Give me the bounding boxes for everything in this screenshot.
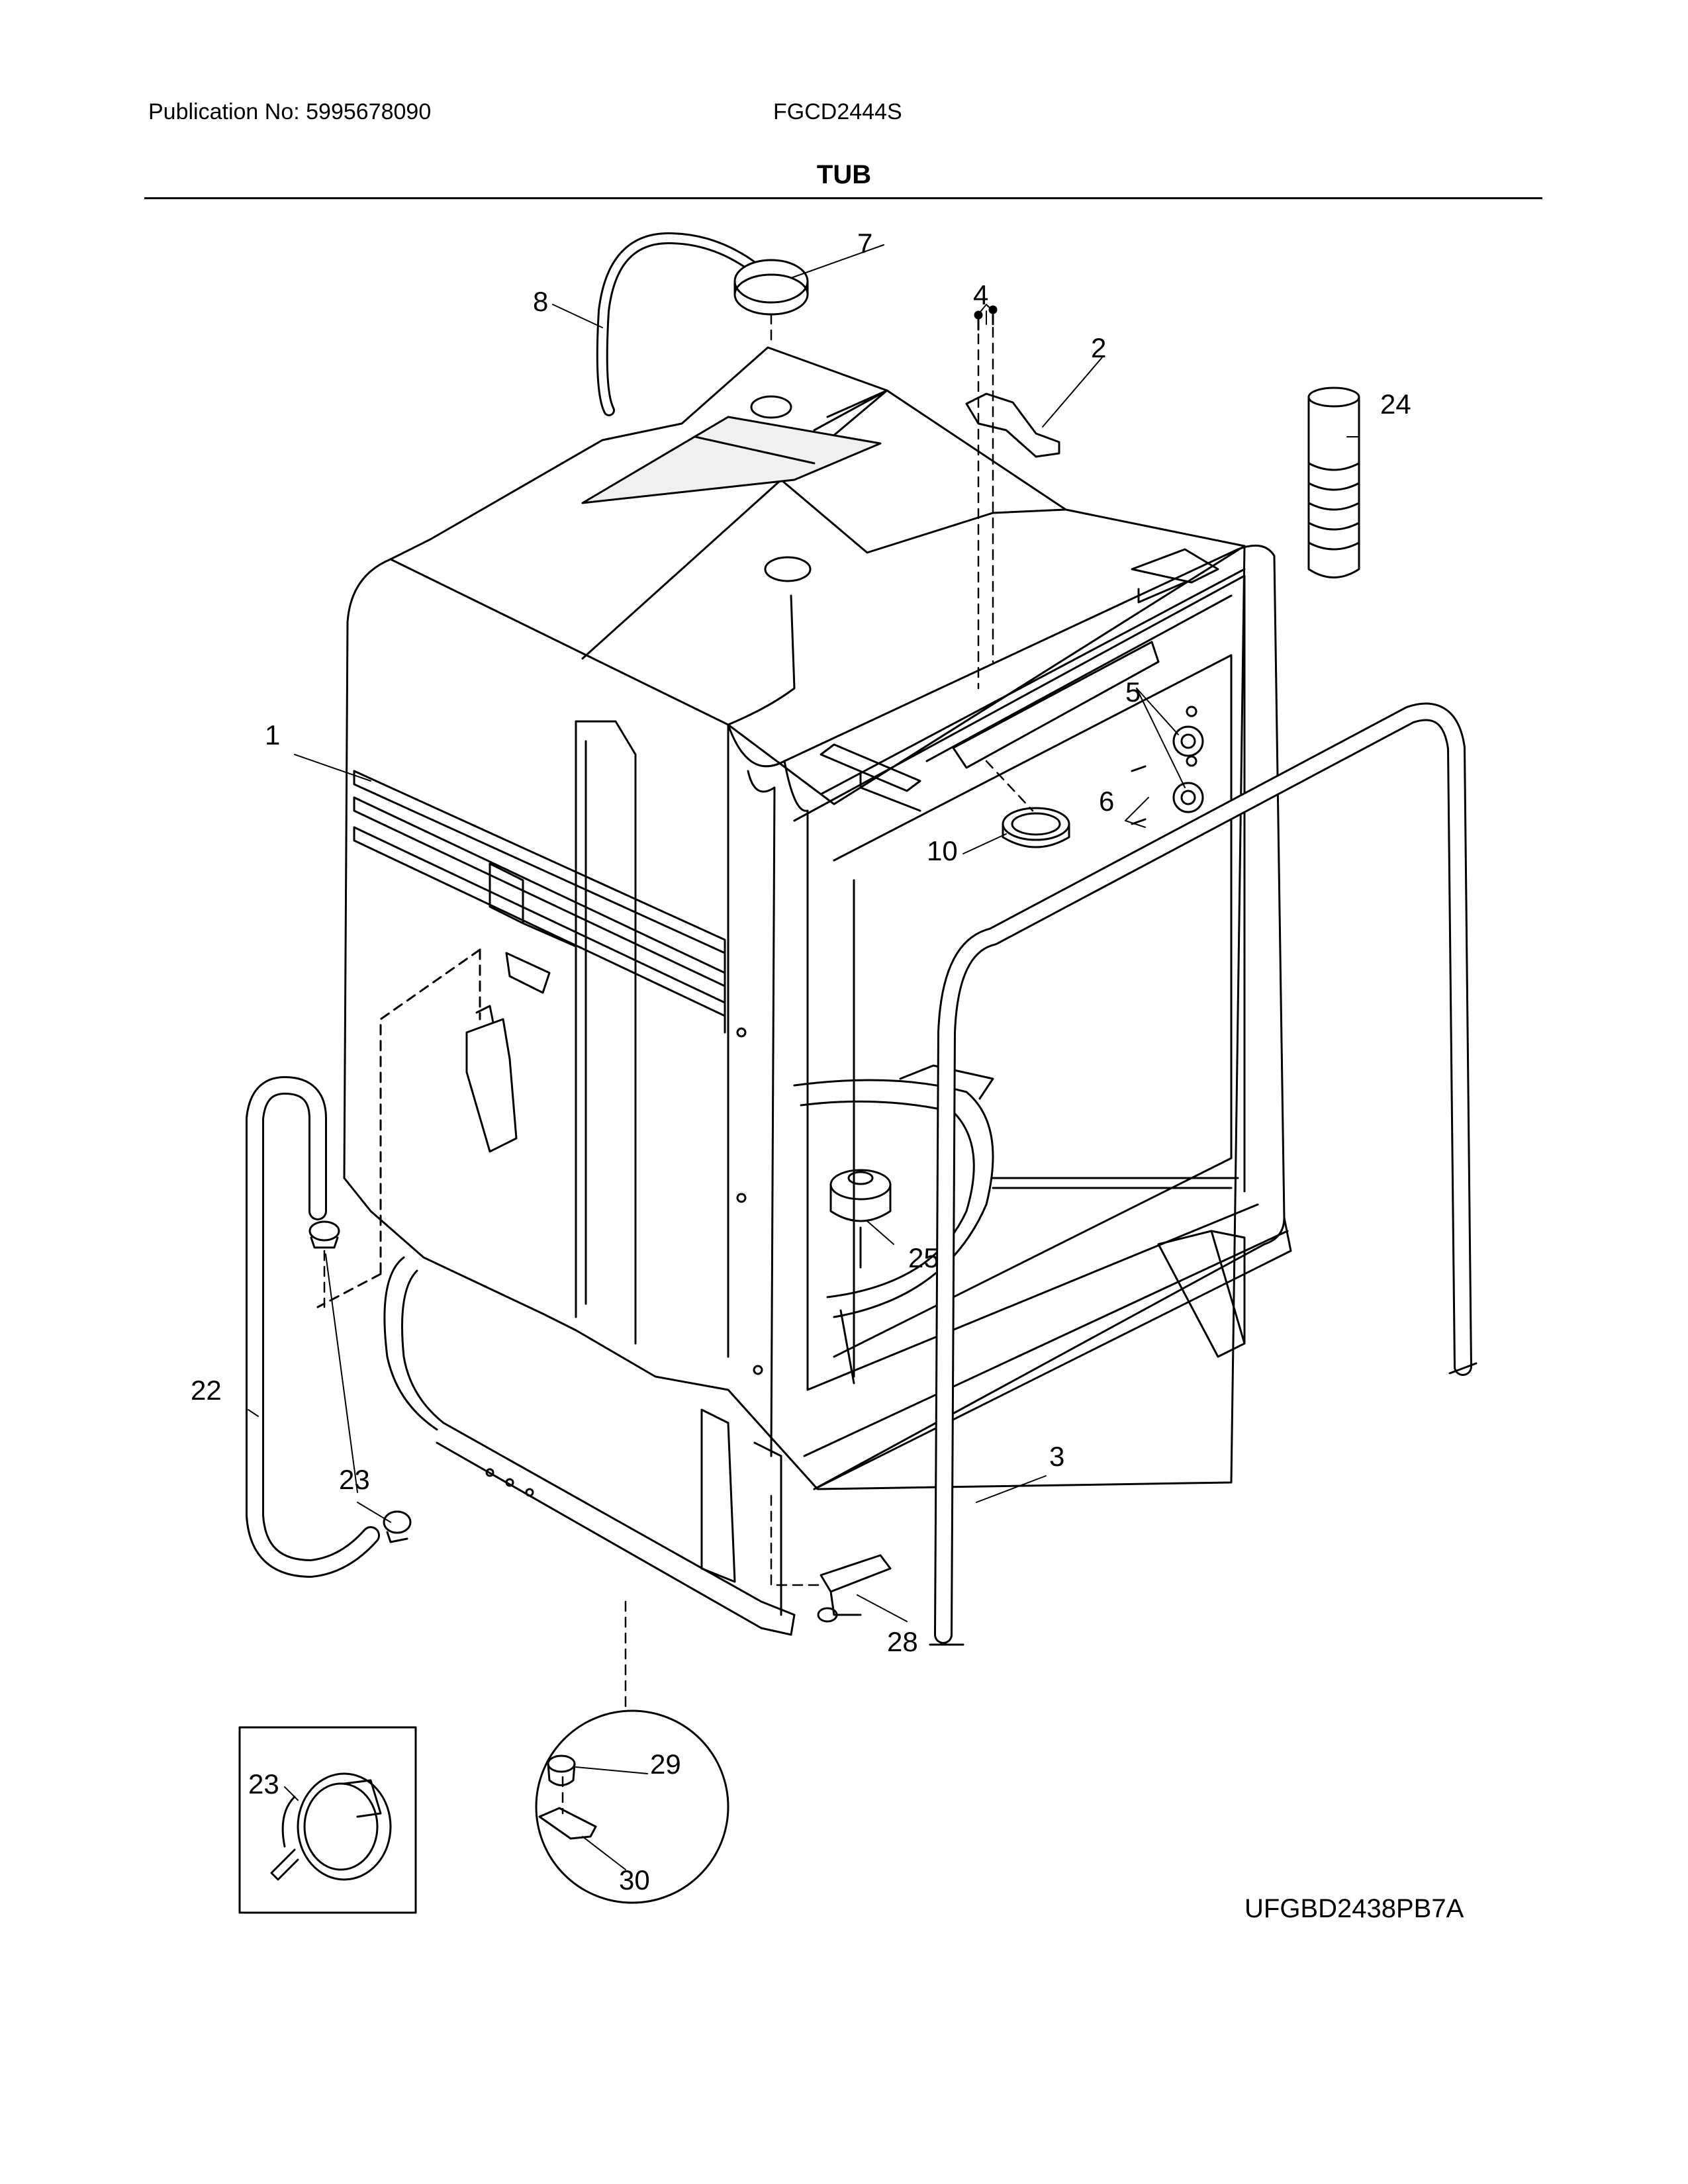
part-23-clamp-lower [383,1510,412,1543]
base-frame [383,1230,1246,1636]
tub-front-frame [727,544,1292,1490]
callout-5: 5 [1125,676,1141,707]
part-29-cap [547,1754,576,1786]
part-5-grommets [1172,725,1204,813]
callout-2: 2 [1091,332,1106,363]
model-number: FGCD2444S [773,99,902,124]
header-divider [144,197,1542,199]
callout-28: 28 [887,1626,918,1657]
callout-1: 1 [265,719,280,751]
hose-8 [596,232,761,416]
callout-3: 3 [1049,1441,1064,1472]
hinge-brackets [820,548,1219,812]
callout-8: 8 [533,286,548,317]
callout-7: 7 [857,228,872,259]
part-10-nut [1002,807,1070,848]
callout-6: 6 [1099,786,1114,817]
detail-box [238,1726,417,1914]
part-30-clip [538,1807,597,1840]
detail-circle [535,1709,729,1904]
callout-24: 24 [1380,388,1411,420]
callout-23: 23 [339,1464,370,1495]
side-mount-part [465,952,551,1153]
callout-22: 22 [191,1375,222,1406]
part-25-sensor [829,1169,892,1269]
side-mount-inset [316,948,481,1308]
part-28-switch [817,1554,892,1623]
part-2-bracket [965,392,1060,458]
part-6-screws [1131,765,1147,825]
part-3-door-gasket [929,702,1477,1646]
part-23-clamp-detail [270,1772,392,1881]
diagram-code: UFGBD2438PB7A [1244,1894,1464,1923]
part-7-vent-cap [733,259,809,316]
callout-30: 30 [619,1864,650,1895]
part-4-screws [974,305,998,331]
callout-10: 10 [927,835,958,866]
page-title: TUB [816,160,872,189]
callout-25: 25 [908,1242,939,1273]
callout-29: 29 [650,1749,681,1780]
callout-4: 4 [973,279,988,310]
publication-number: Publication No: 5995678090 [148,99,432,124]
part-23-clamp-upper [308,1220,340,1249]
callout-23-detail: 23 [248,1768,279,1799]
tub-floor [793,1064,1239,1385]
tub-body [343,346,1246,1490]
part-24-sleeve [1307,387,1360,578]
part-22-drain-hose [246,1076,380,1578]
